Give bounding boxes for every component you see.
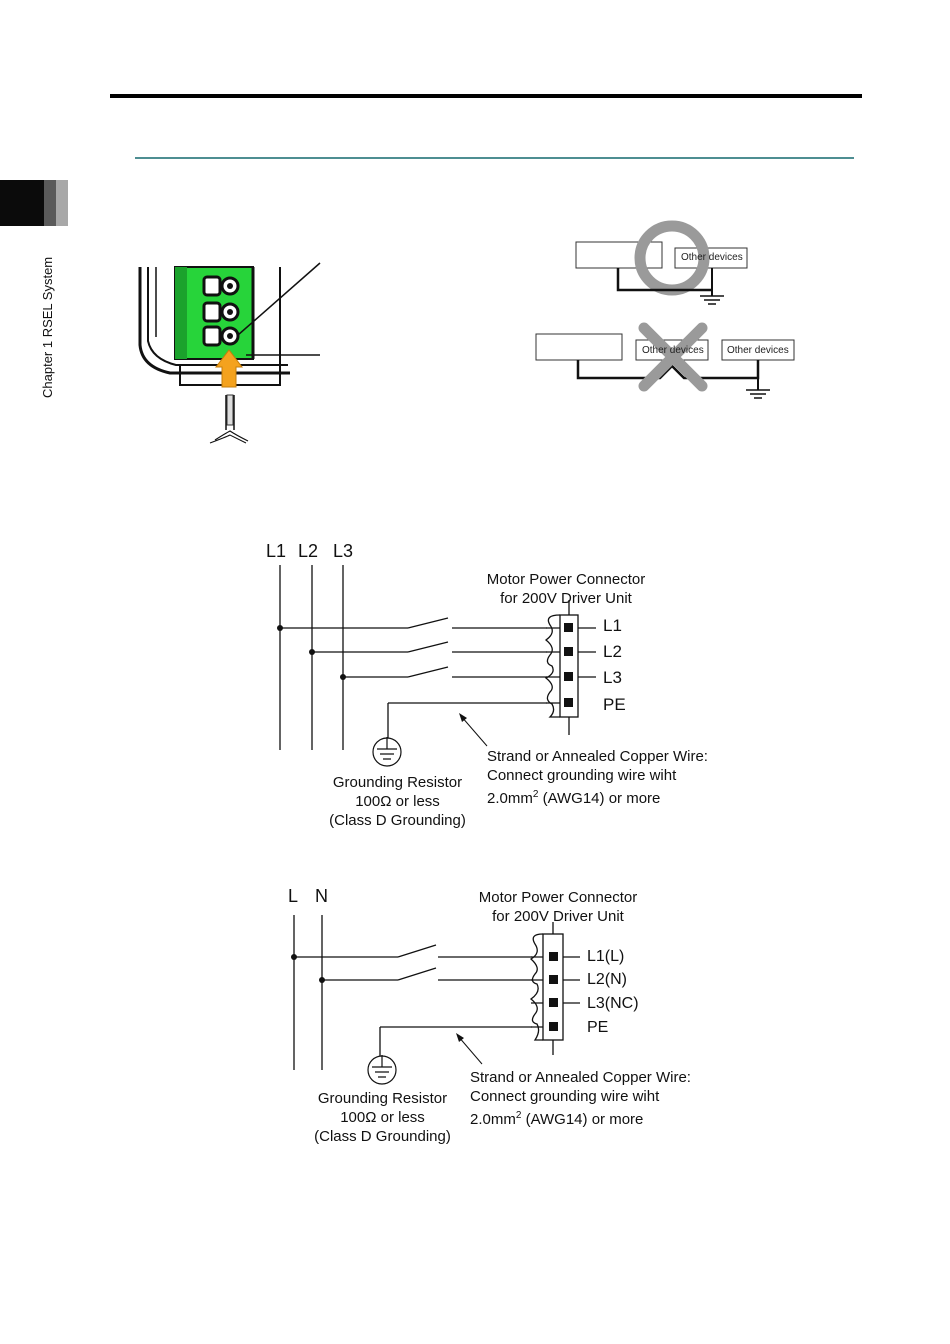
input-label-l3: L3 — [333, 541, 354, 561]
terminal-label-l1: L1 — [603, 616, 622, 635]
input-label-n: N — [315, 886, 328, 906]
ground-symbol — [372, 737, 402, 767]
terminal-label-pe-2: PE — [587, 1019, 609, 1036]
connector-title: Motor Power Connector for 200V Driver Un… — [486, 571, 646, 607]
input-label-l2: L2 — [298, 541, 319, 561]
terminal-label-pe: PE — [603, 695, 626, 714]
connector-title-2: Motor Power Connector for 200V Driver Un… — [478, 889, 638, 925]
chapter-tab — [0, 180, 44, 226]
terminal-label-l3: L3 — [603, 668, 622, 687]
terminal-label-l2: L2 — [603, 642, 622, 661]
three-phase-wiring-diagram — [277, 565, 596, 750]
pointer-arrow-2 — [456, 1033, 483, 1065]
terminal-label-l3nc: L3(NC) — [587, 995, 639, 1012]
wire-note-2: Strand or Annealed Copper Wire: Connect … — [470, 1069, 691, 1128]
input-label-l1: L1 — [266, 541, 287, 561]
input-label-l: L — [288, 886, 299, 906]
chapter-tab-shade-light — [56, 180, 68, 226]
pointer-arrow — [459, 713, 488, 747]
chapter-tab-shade-dark — [44, 180, 56, 226]
other-devices-label-ng-1: Other devices — [642, 345, 704, 356]
terminal-label-l2n: L2(N) — [587, 971, 628, 988]
single-phase-wiring-diagram — [291, 915, 580, 1070]
wire-note: Strand or Annealed Copper Wire: Connect … — [487, 748, 708, 807]
connector-illustration — [138, 262, 321, 444]
ground-ok-diagram — [575, 220, 748, 305]
chapter-label: Chapter 1 RSEL System — [40, 256, 55, 398]
other-devices-label-ok: Other devices — [681, 252, 743, 263]
other-devices-label-ng-2: Other devices — [727, 345, 789, 356]
section-rule — [135, 157, 854, 159]
header-rule — [110, 94, 862, 98]
terminal-label-l1l: L1(L) — [587, 948, 625, 965]
ground-ng-diagram — [535, 322, 795, 399]
grounding-resistor-note: Grounding Resistor 100Ω or less (Class D… — [329, 774, 466, 829]
ground-symbol-2 — [367, 1055, 397, 1085]
grounding-resistor-note-2: Grounding Resistor 100Ω or less (Class D… — [314, 1090, 451, 1145]
